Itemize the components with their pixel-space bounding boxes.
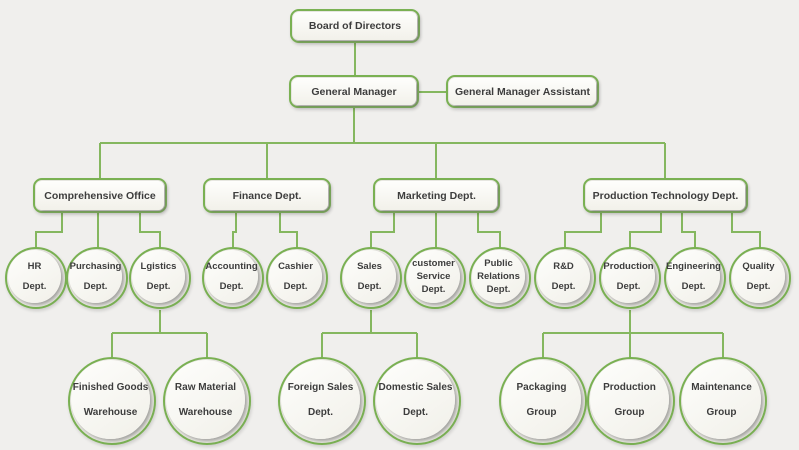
node-label: Board of Directors (293, 12, 417, 40)
node-label: Comprehensive Office (36, 181, 164, 210)
node-comprehensive-office[interactable]: Comprehensive Office (33, 178, 167, 213)
node-label: Production Technology Dept. (586, 181, 745, 210)
node-board-of-directors[interactable]: Board of Directors (290, 9, 420, 43)
node-marketing-dept[interactable]: Marketing Dept. (373, 178, 500, 213)
node-label: General Manager Assistant (449, 78, 596, 105)
node-label: General Manager (292, 78, 416, 105)
node-label: Finance Dept. (206, 181, 328, 210)
node-finance-dept[interactable]: Finance Dept. (203, 178, 331, 213)
node-production-technology-dept[interactable]: Production Technology Dept. (583, 178, 748, 213)
node-label: Marketing Dept. (376, 181, 497, 210)
node-general-manager[interactable]: General Manager (289, 75, 419, 108)
node-general-manager-assistant[interactable]: General Manager Assistant (446, 75, 599, 108)
